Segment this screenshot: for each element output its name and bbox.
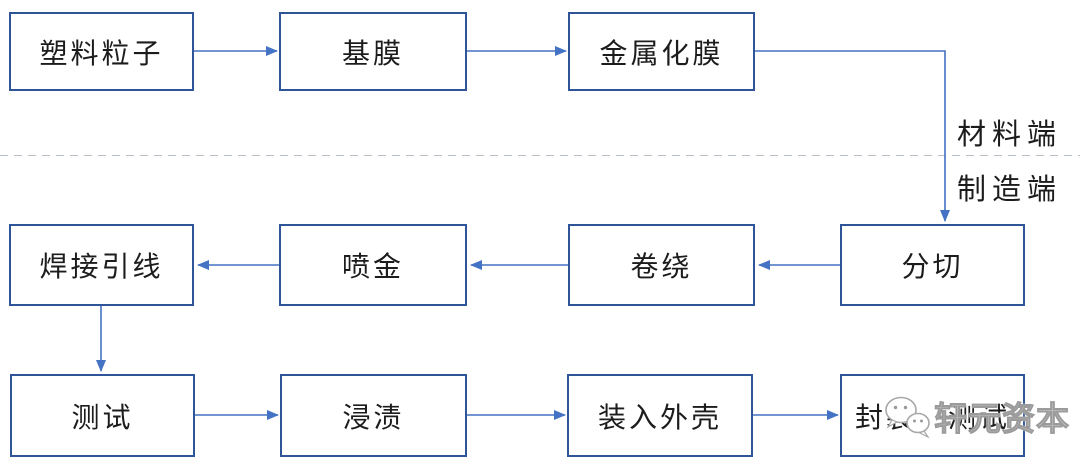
flow-box-label: 封装、测试: [854, 400, 1010, 434]
flow-box-label: 装入外壳: [597, 400, 722, 434]
flow-box-impregnation: 浸渍: [280, 374, 467, 457]
flow-box-testing: 测试: [10, 374, 195, 457]
material-side-label: 材料端: [957, 117, 1063, 151]
flow-box-label: 卷绕: [630, 250, 693, 283]
flow-box-lead-welding: 焊接引线: [9, 224, 194, 306]
flow-box-plastic-particles: 塑料粒子: [9, 12, 194, 91]
flow-box-label: 基膜: [341, 36, 404, 70]
arrow-metallized-to-slitting: [755, 50, 950, 222]
flow-box-label: 喷金: [341, 250, 404, 283]
flow-box-case-assembly: 装入外壳: [567, 374, 753, 457]
flow-box-label: 浸渍: [342, 400, 405, 434]
flow-box-label: 塑料粒子: [39, 36, 164, 70]
flow-box-sealing-testing: 封装、测试: [840, 374, 1025, 457]
flow-box-label: 分切: [901, 250, 964, 283]
flow-box-label: 测试: [71, 400, 134, 434]
flow-box-base-film: 基膜: [279, 12, 467, 91]
flow-box-metal-spraying: 喷金: [279, 224, 467, 306]
material-manufacturing-divider-line: [0, 155, 1080, 156]
flow-box-winding: 卷绕: [568, 224, 755, 306]
flow-box-label: 金属化膜: [599, 36, 724, 70]
flow-box-metallized-film: 金属化膜: [568, 12, 755, 91]
flow-box-slitting: 分切: [840, 224, 1025, 306]
manufacturing-side-label: 制造端: [957, 172, 1063, 206]
flow-box-label: 焊接引线: [39, 250, 164, 283]
